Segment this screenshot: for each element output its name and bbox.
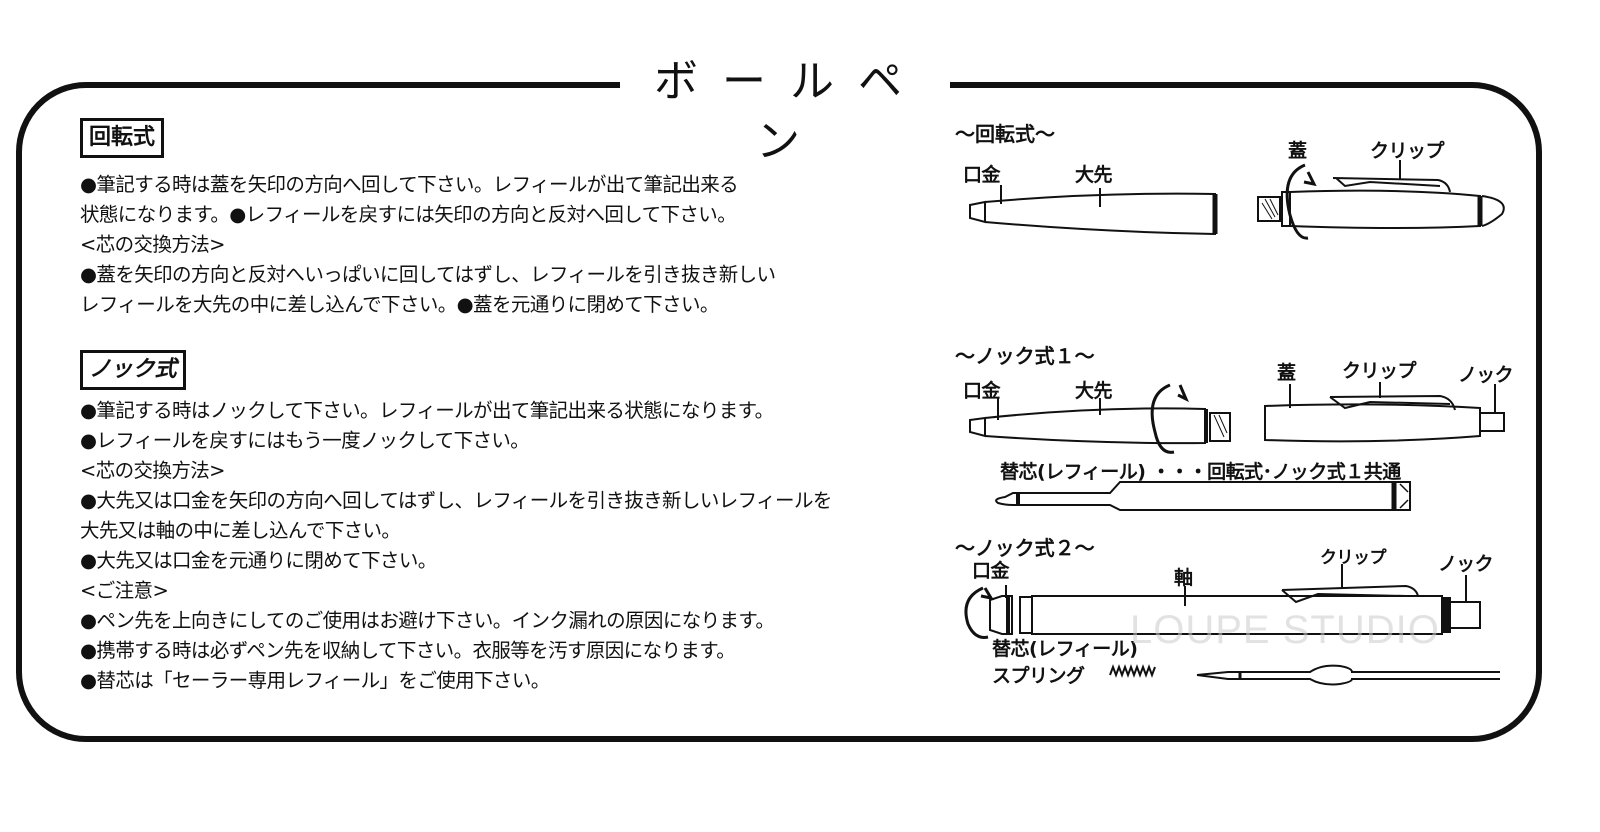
knock1-front-illustration	[969, 383, 1231, 454]
text-line: ●蓋を矢印の方向と反対へいっぱいに回してはずし、レフィールを引き抜き新しい	[80, 263, 776, 286]
text-line: レフィールを大先の中に差し込んで下さい。●蓋を元通りに閉めて下さい。	[80, 293, 719, 316]
label-knock: ノック	[1458, 364, 1514, 386]
text-line: <芯の交換方法>	[80, 233, 225, 256]
text-line: 大先又は軸の中に差し込んで下さい。	[80, 519, 401, 542]
text-line: ●携帯する時は必ずペン先を収納して下さい。衣服等を汚す原因になります。	[80, 639, 736, 662]
rotary-instructions: ●筆記する時は蓋を矢印の方向へ回して下さい。レフィールが出て筆記出来る 状態にな…	[80, 170, 776, 320]
text-line: ●レフィールを戻すにはもう一度ノックして下さい。	[80, 429, 530, 452]
section-label-knock: ノック式	[80, 350, 186, 390]
refill1-illustration	[995, 481, 1411, 511]
diagram-heading-knock2: 〜ノック式２〜	[955, 536, 1095, 560]
text-line: ●大先又は口金を元通りに閉めて下さい。	[80, 549, 437, 572]
label-front: 大先	[1075, 380, 1113, 402]
label-knock: ノック	[1438, 553, 1494, 575]
text-line: <芯の交換方法>	[80, 459, 225, 482]
watermark: LOUPE STUDIO	[1130, 608, 1440, 652]
text-line: <ご注意>	[80, 579, 169, 602]
text-line: ●ペン先を上向きにしてのご使用はお避け下さい。インク漏れの原因になります。	[80, 609, 775, 632]
refill-caption: 替芯(レフィール) ・・・回転式･ノック式１共通	[1000, 461, 1401, 483]
label-barrel: 軸	[1174, 567, 1193, 589]
label-clip: クリップ	[1320, 548, 1387, 568]
title-gap	[620, 70, 950, 100]
knock1-back-illustration	[1264, 382, 1505, 443]
section-label-rotary: 回転式	[80, 118, 165, 158]
label-cap: 蓋	[1288, 140, 1307, 162]
text-line: 状態になります。●レフィールを戻すには矢印の方向と反対へ回して下さい。	[80, 203, 737, 226]
label-tip: 口金	[963, 380, 1001, 402]
text-line: ●筆記する時は蓋を矢印の方向へ回して下さい。レフィールが出て筆記出来る	[80, 173, 739, 196]
knock-instructions: ●筆記する時はノックして下さい。レフィールが出て筆記出来る状態になります。 ●レ…	[80, 396, 832, 696]
label-tip: 口金	[963, 164, 1001, 186]
diagram-heading-knock1: 〜ノック式１〜	[955, 344, 1095, 368]
label-clip: クリップ	[1342, 360, 1417, 382]
label-tip: 口金	[972, 560, 1010, 582]
knock2-refill-illustration	[1109, 664, 1500, 686]
page-title: ボールペン	[654, 56, 926, 167]
text-line: ●替芯は「セーラー専用レフィール」をご使用下さい。	[80, 669, 550, 692]
diagram-heading-rotary: 〜回転式〜	[955, 122, 1055, 146]
text-line: ●大先又は口金を矢印の方向へ回してはずし、レフィールを引き抜き新しいレフィールを	[80, 489, 832, 512]
label-refill: 替芯(レフィール)	[992, 638, 1138, 660]
label-clip: クリップ	[1370, 140, 1445, 162]
label-cap: 蓋	[1277, 362, 1296, 384]
rotary-back-illustration	[1257, 160, 1505, 240]
rotary-front-illustration	[969, 185, 1218, 236]
knock2-pen-illustration	[964, 564, 1481, 639]
label-spring: スプリング	[992, 665, 1085, 687]
label-front: 大先	[1075, 164, 1113, 186]
text-line: ●筆記する時はノックして下さい。レフィールが出て筆記出来る状態になります。	[80, 399, 774, 422]
